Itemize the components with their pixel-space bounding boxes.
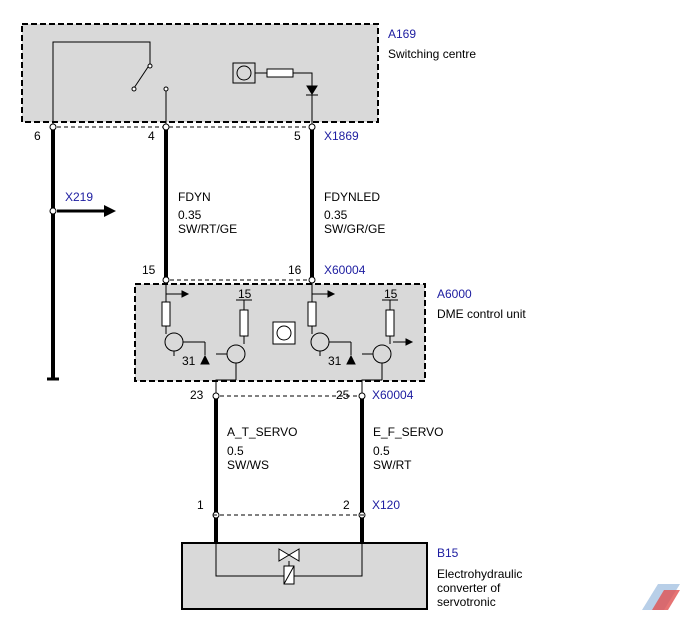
upper-wires [51,127,314,378]
brand-logo-icon [642,584,680,610]
pin-5-label: 5 [294,129,301,143]
pin-terminals-top [49,123,316,131]
e-f-servo-wire-color: SW/RT [373,458,412,472]
internal-ground-31-left: 31 [182,354,196,368]
fdyn-wire-name: FDYN [178,190,211,204]
a-t-servo-wire-size: 0.5 [227,444,244,458]
x219-arrow-head [104,205,116,217]
fdyn-wire-color: SW/RT/GE [178,222,237,236]
fdynled-wire-name: FDYNLED [324,190,380,204]
x60004-bottom-connector-label: X60004 [372,388,414,402]
x219-connector-label: X219 [65,190,93,204]
pin-23-label: 23 [190,388,204,402]
b15-name-line-2: converter of [437,581,501,595]
pin-4-label: 4 [148,129,155,143]
a169-internal-circuit [52,41,318,126]
b15-id: B15 [437,546,459,560]
x1869-connector-label: X1869 [324,129,359,143]
internal-ground-31-right: 31 [328,354,342,368]
x219-junction-dot [49,207,57,215]
a6000-name: DME control unit [437,307,526,321]
b15-name-line-1: Electrohydraulic [437,567,522,581]
a6000-internal-circuit [161,280,414,396]
fdynled-wire-color: SW/GR/GE [324,222,385,236]
fdynled-wire-size: 0.35 [324,208,348,222]
pin-1-label: 1 [197,498,204,512]
a169-id: A169 [388,27,416,41]
internal-supply-15-right: 15 [384,287,398,301]
a-t-servo-wire-name: A_T_SERVO [227,425,297,439]
x120-connector-label: X120 [372,498,400,512]
b15-internal-circuit [215,543,363,585]
b15-name-line-3: servotronic [437,595,496,609]
pin-25-label: 25 [336,388,350,402]
a6000-id: A6000 [437,287,472,301]
a169-switching-centre-box [21,23,379,123]
a169-name: Switching centre [388,47,476,61]
e-f-servo-wire-name: E_F_SERVO [373,425,443,439]
x60004-top-connector-label: X60004 [324,263,366,277]
pin-2-label: 2 [343,498,350,512]
a-t-servo-wire-color: SW/WS [227,458,269,472]
pin-15-label: 15 [142,263,156,277]
internal-supply-15-left: 15 [238,287,252,301]
e-f-servo-wire-size: 0.5 [373,444,390,458]
fdyn-wire-size: 0.35 [178,208,202,222]
pin-16-label: 16 [288,263,302,277]
pin-6-label: 6 [34,129,41,143]
